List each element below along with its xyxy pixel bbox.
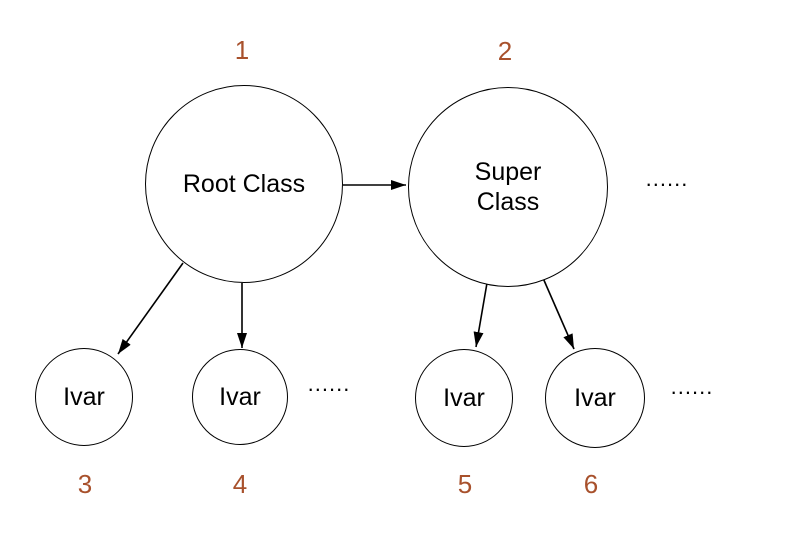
node-root-class-label: Root Class	[182, 170, 306, 198]
edge-super-class-to-ivar-5	[473, 282, 488, 348]
edge-root-class-to-ivar-3	[117, 262, 184, 355]
node-number-1: 1	[234, 35, 250, 65]
node-number-3: 3	[77, 469, 93, 499]
ellipsis-after-ivar-4: ......	[307, 371, 351, 396]
node-root-class: Root Class	[145, 85, 343, 283]
node-number-4: 4	[232, 469, 248, 499]
node-ivar-4-label: Ivar	[219, 383, 261, 411]
node-number-6: 6	[583, 469, 599, 499]
edge-super-class-to-ivar-6	[542, 277, 575, 350]
node-ivar-5-label: Ivar	[443, 384, 485, 412]
ellipsis-after-ivar-6: ......	[670, 374, 714, 399]
node-ivar-3-label: Ivar	[63, 383, 105, 411]
node-number-2: 2	[497, 36, 513, 66]
node-ivar-3: Ivar	[35, 348, 133, 446]
node-ivar-6: Ivar	[545, 348, 645, 448]
node-super-class: Super Class	[408, 87, 608, 287]
node-ivar-4: Ivar	[192, 349, 288, 445]
node-super-class-label: Super Class	[474, 158, 542, 216]
node-ivar-5: Ivar	[415, 349, 513, 447]
node-ivar-6-label: Ivar	[574, 384, 616, 412]
ellipsis-after-super-class: ......	[645, 166, 689, 191]
node-number-5: 5	[457, 469, 473, 499]
